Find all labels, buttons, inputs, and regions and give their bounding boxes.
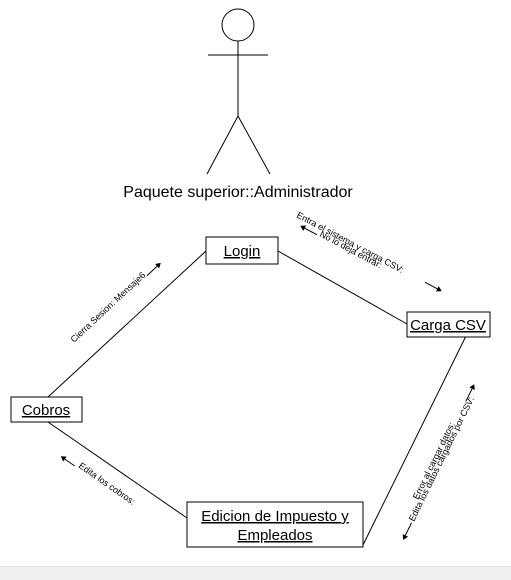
message-cierra-sesion: Cierra Sesion: Mensaje6 <box>69 270 148 345</box>
node-login[interactable]: Login <box>205 236 279 265</box>
link-cobros-edicion <box>47 421 188 519</box>
actor-head <box>221 8 255 42</box>
link-login-cobros <box>47 250 207 398</box>
node-login-label: Login <box>224 243 261 260</box>
node-carga-csv[interactable]: Carga CSV <box>406 311 491 338</box>
node-edicion-label-line1: Edicion de Impuesto y <box>201 508 349 525</box>
status-bar <box>0 566 511 580</box>
node-edicion[interactable]: Edicion de Impuesto y Empleados <box>186 501 364 548</box>
node-cobros-label: Cobros <box>22 402 70 419</box>
actor-left-leg <box>206 115 239 175</box>
node-cobros[interactable]: Cobros <box>10 396 83 423</box>
arrow-up-right-icon <box>146 262 161 277</box>
actor-figure[interactable] <box>206 8 271 175</box>
arrow-left-icon <box>300 225 318 236</box>
node-edicion-label-line2: Empleados <box>237 527 312 544</box>
communication-diagram: Paquete superior::Administrador Login Ca… <box>10 8 491 548</box>
link-login-carga-csv <box>277 250 408 325</box>
arrow-up-right-icon-2 <box>465 384 475 402</box>
message-edita-datos: Edita los datos cargados por CSV: <box>407 395 476 523</box>
actor-right-leg <box>237 115 271 175</box>
message-edita-cobros: Edita los cobros: <box>77 460 137 506</box>
arrow-down-left-icon <box>402 522 412 540</box>
arrow-right-icon <box>424 281 442 292</box>
link-carga-csv-edicion <box>362 335 467 546</box>
node-carga-csv-label: Carga CSV <box>410 317 486 334</box>
actor-name: Paquete superior::Administrador <box>123 184 353 201</box>
arrow-left-icon-2 <box>60 456 76 467</box>
